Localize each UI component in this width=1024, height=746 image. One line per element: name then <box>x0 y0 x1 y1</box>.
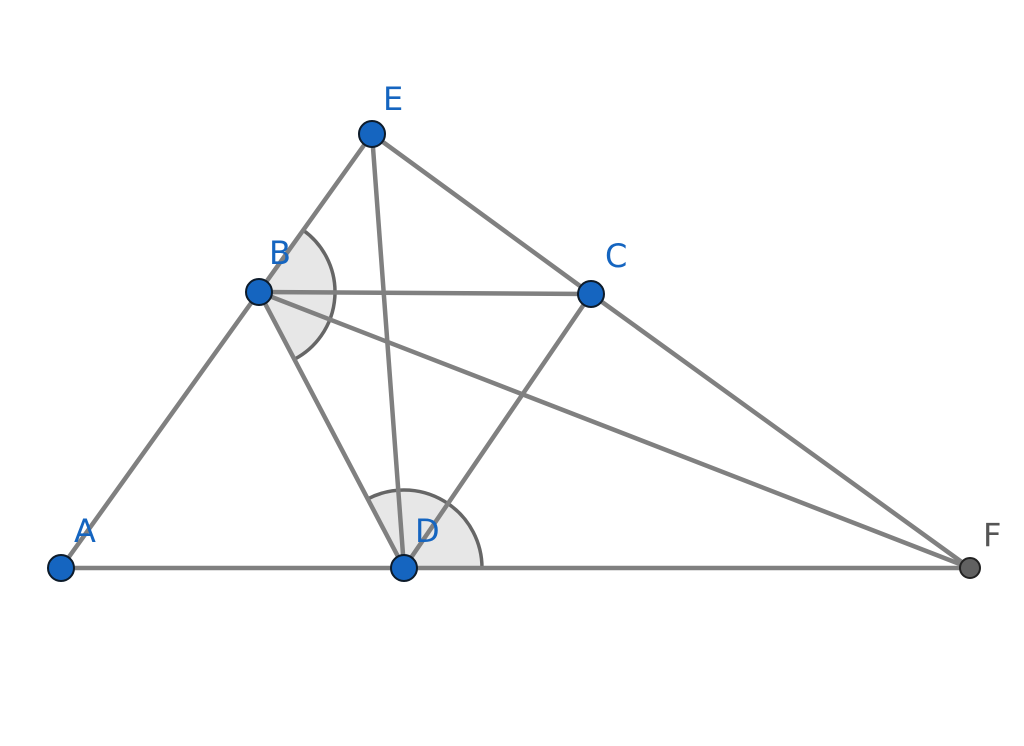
point-F[interactable] <box>959 557 981 579</box>
segment-BF <box>256 289 973 571</box>
point-E[interactable] <box>358 120 386 148</box>
point-A[interactable] <box>47 554 75 582</box>
label-D: D <box>415 512 440 550</box>
segment-AB <box>58 289 262 571</box>
label-A: A <box>74 512 96 550</box>
segment-DC <box>401 291 594 571</box>
label-F: F <box>983 516 1001 554</box>
point-C[interactable] <box>577 280 605 308</box>
label-B: B <box>269 234 291 272</box>
segment-ED <box>369 131 407 571</box>
label-C: C <box>605 237 627 275</box>
segment-BE <box>256 131 375 295</box>
segment-CF <box>588 291 973 571</box>
segments <box>58 131 973 571</box>
segment-BD <box>256 289 407 571</box>
point-labels: A B C D E F <box>74 80 1001 554</box>
angle-markers <box>257 228 484 570</box>
point-B[interactable] <box>245 278 273 306</box>
points <box>47 120 981 582</box>
segment-BC <box>256 289 594 297</box>
label-E: E <box>383 80 403 118</box>
point-D[interactable] <box>390 554 418 582</box>
segment-EC <box>369 131 594 297</box>
